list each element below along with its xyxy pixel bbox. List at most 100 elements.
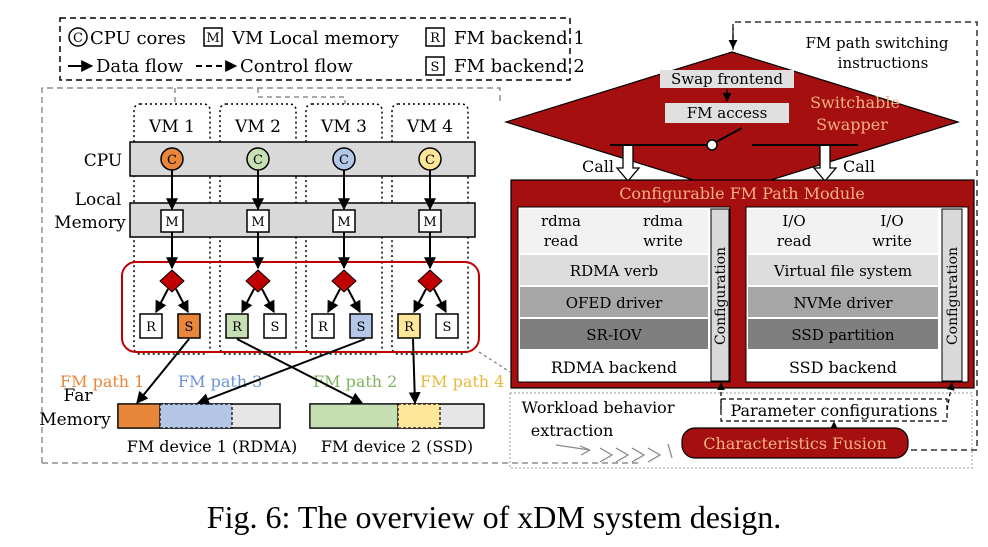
branch-arrow-s: [347, 288, 361, 314]
memory-row-band: [129, 202, 476, 238]
rdma-configuration-label: Configuration: [713, 247, 729, 345]
local-memory-glyph: M: [423, 215, 436, 230]
fm-backend-1-icon: [397, 313, 421, 339]
fm-backend-1-glyph: R: [146, 320, 157, 335]
swapper-title-2: Swapper: [816, 115, 888, 134]
fm-path-label-3: FM path 2: [313, 372, 397, 391]
ssd-configuration-bar: [941, 208, 963, 382]
vm-label: VM 3: [320, 117, 367, 137]
cpu-core-glyph: C: [425, 153, 435, 168]
cpu-legend-label: CPU cores: [90, 28, 186, 49]
far-memory-label-1: Far: [64, 386, 94, 406]
fm-backend-2-glyph: S: [185, 320, 194, 335]
fm-backend-2-glyph: S: [271, 320, 280, 335]
io-read-label-1: I/O: [782, 212, 805, 230]
control-flow-legend-label: Control flow: [240, 56, 353, 77]
rdma-backend-label: RDMA backend: [551, 358, 677, 377]
fm-access-label: FM access: [687, 104, 768, 122]
characteristics-fusion-area: Workload behavior extraction Parameter c…: [509, 382, 973, 469]
switch-lever-icon: [715, 127, 743, 143]
cpu-row-band: [129, 141, 476, 177]
ofed-driver-label: OFED driver: [566, 294, 663, 312]
mem-legend-label: VM Local memory: [231, 28, 399, 49]
figure-caption: Fig. 6: The overview of xDM system desig…: [207, 499, 781, 535]
workload-flow-chevrons-icon: [599, 447, 662, 463]
vm-column-4: [391, 103, 469, 355]
fm-device-2-path2-segment: [309, 403, 399, 429]
rdma-backend: rdma read rdma write RDMA verb OFED driv…: [517, 206, 731, 383]
fm-path-1-arrow: [136, 338, 190, 404]
fm-path-label-1: FM path 1: [60, 372, 144, 391]
swapper-link: [478, 351, 511, 373]
fm2-legend-icon: [425, 56, 445, 76]
local-memory-glyph: M: [251, 215, 264, 230]
fm2-legend-label: FM backend 2: [454, 56, 585, 77]
fm-path-2-arrow: [236, 338, 364, 404]
switch-pivot-icon: [706, 139, 718, 151]
call-label-left: Call: [582, 157, 614, 176]
workload-label-1: Workload behavior: [522, 398, 675, 417]
ssd-partition-layer: [748, 319, 938, 349]
fm-path-label-4: FM path 4: [420, 372, 504, 391]
fm-path-label-2: FM path 3: [178, 372, 262, 391]
fm-device-2-label: FM device 2 (SSD): [321, 437, 473, 456]
vm-swapper-region: [121, 261, 480, 353]
fm2-legend-glyph: S: [431, 60, 440, 75]
cpu-legend-glyph: C: [73, 31, 83, 46]
vm-label: VM 4: [406, 117, 453, 137]
cpu-row-label: CPU: [84, 151, 122, 171]
fm-backend-2-icon: [263, 313, 287, 339]
fm-device-1-path3-segment: [159, 403, 233, 429]
call-label-right: Call: [843, 157, 875, 176]
workload-label-2: extraction: [531, 421, 614, 440]
fm-device-1-path1-segment: [117, 403, 161, 429]
rdma-write-label-1: rdma: [643, 212, 683, 230]
rdma-configuration-bar: [710, 208, 730, 382]
local-memory-glyph: M: [337, 215, 350, 230]
vm-column-2: [219, 103, 297, 355]
nvme-driver-label: NVMe driver: [793, 294, 893, 312]
ofed-driver-layer: [520, 287, 708, 317]
fm-device-2-path4-segment: [397, 403, 441, 429]
instructions-label-1: FM path switching: [805, 34, 948, 52]
fm-device-1-label: FM device 1 (RDMA): [127, 437, 298, 456]
fm-backend-1-icon: [139, 313, 163, 339]
fm-access-box: [665, 103, 789, 123]
configurable-fm-path-module: Configurable FM Path Module rdma read rd…: [510, 179, 975, 389]
io-write-label-1: I/O: [880, 212, 903, 230]
fm-backend-1-glyph: R: [404, 320, 415, 335]
branch-arrow-r: [155, 288, 169, 314]
data-flow-legend-label: Data flow: [96, 56, 184, 77]
branch-arrow-r: [327, 288, 341, 314]
fm1-legend-icon: [425, 27, 445, 47]
fm1-legend-glyph: R: [430, 31, 441, 46]
sriov-layer: [520, 319, 708, 349]
vm-label: VM 1: [148, 117, 195, 137]
module-title: Configurable FM Path Module: [619, 184, 865, 203]
vm-label: VM 2: [234, 117, 281, 137]
branch-arrow-s: [433, 288, 447, 314]
fm-backend-1-icon: [225, 313, 249, 339]
vm-swapper-diamond-icon: [331, 269, 357, 293]
rdma-read-label-1: rdma: [541, 212, 581, 230]
branch-arrow-s: [175, 288, 189, 314]
fm-backend-2-icon: [435, 313, 459, 339]
switchable-swapper: Swap frontend FM access Switchable Swapp…: [503, 21, 978, 451]
rdma-verb-label: RDMA verb: [570, 262, 658, 280]
io-read-label-2: read: [777, 232, 812, 250]
io-write-label-2: write: [872, 232, 912, 250]
ssd-partition-label: SSD partition: [791, 326, 894, 344]
vm-swapper-diamond-icon: [159, 269, 185, 293]
legend: C CPU cores M VM Local memory R FM backe…: [59, 17, 585, 81]
fm-backend-2-glyph: S: [357, 320, 366, 335]
fm-device-2: FM device 2 (SSD): [309, 403, 485, 456]
local-memory-glyph: M: [165, 215, 178, 230]
vm-swapper-diamond-icon: [417, 269, 443, 293]
characteristics-fusion-box: [681, 427, 909, 459]
ssd-backend-label: SSD backend: [789, 358, 897, 377]
fm-backend-1-glyph: R: [232, 320, 243, 335]
cpu-core-glyph: C: [167, 153, 177, 168]
vm-swapper-diamond-icon: [245, 269, 271, 293]
